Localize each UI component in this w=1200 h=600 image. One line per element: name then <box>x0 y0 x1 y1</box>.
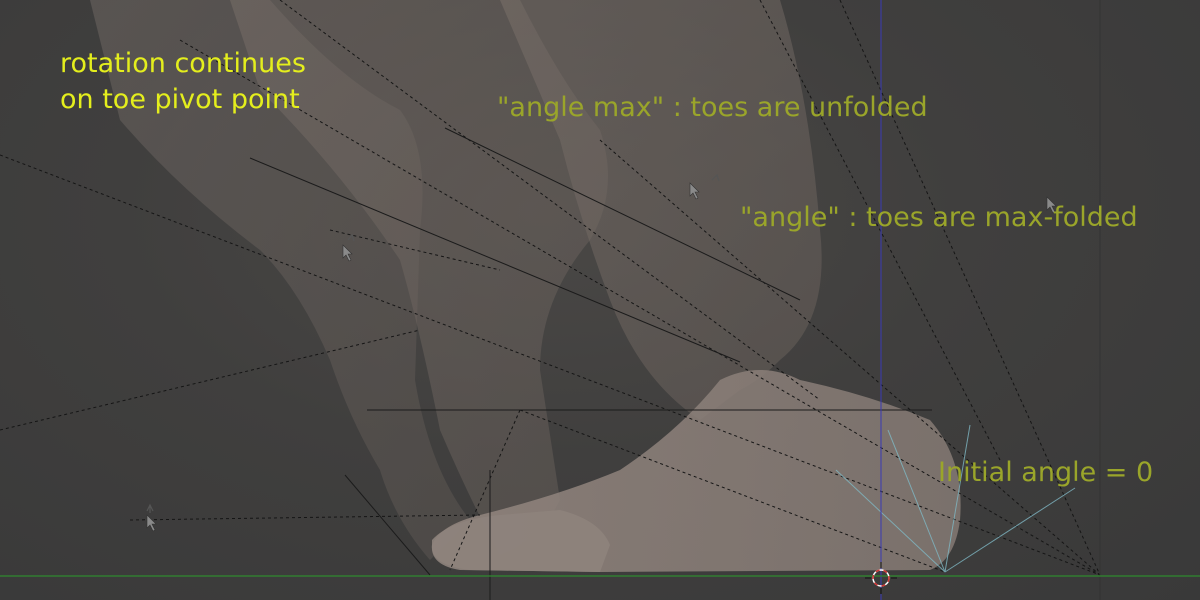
solid-guide-lines <box>249 0 1101 600</box>
annotation-angle: "angle" : toes are max-folded <box>740 202 1138 233</box>
leg-ghost-right <box>500 0 822 420</box>
bone-lines <box>835 424 1076 573</box>
annotation-initial-angle: Initial angle = 0 <box>938 457 1154 488</box>
annotation-angle-max: "angle max" : toes are unfolded <box>497 92 928 123</box>
foot-toes <box>431 510 610 572</box>
cursor-icon <box>146 182 1057 532</box>
leg-ghost-middle <box>230 0 608 555</box>
dashed-guide-lines <box>0 0 1101 576</box>
annotation-rotation: rotation continues on toe pivot point <box>60 46 306 118</box>
annotation-rotation-line1: rotation continues <box>60 48 306 79</box>
3d-cursor-icon[interactable] <box>865 562 897 594</box>
bone-handle-icon <box>146 173 720 513</box>
annotation-rotation-line2: on toe pivot point <box>60 84 300 115</box>
